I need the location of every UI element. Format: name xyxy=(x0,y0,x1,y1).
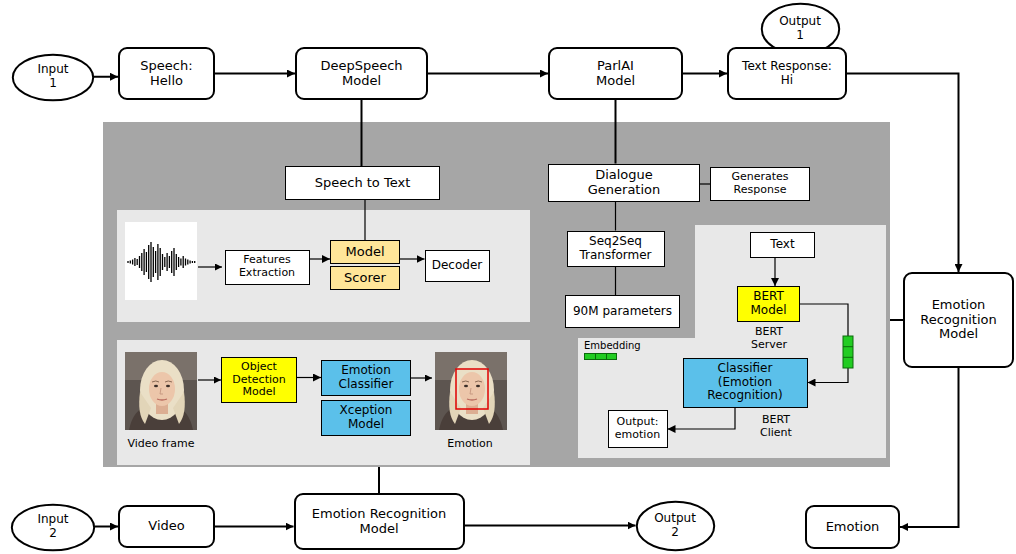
node-text: Input 2 xyxy=(33,513,73,541)
output-box: Output: emotion xyxy=(608,410,668,448)
annotation-label: Video frame xyxy=(120,438,202,451)
note-box: Generates Response xyxy=(710,167,810,201)
annotation-label: BERT Client xyxy=(752,414,800,439)
panel-wire xyxy=(378,467,380,493)
stage-box: Dialogue Generation xyxy=(548,164,700,202)
node-text: Features Extraction xyxy=(232,254,302,279)
node-text: Emotion Recognition Model xyxy=(911,298,1006,343)
node-text: Decoder xyxy=(432,259,483,273)
node-text: Speech to Text xyxy=(315,176,411,191)
connector xyxy=(615,100,617,164)
stage-box: Speech to Text xyxy=(285,166,440,200)
connector xyxy=(361,100,363,166)
connector xyxy=(847,74,959,273)
speech-panel xyxy=(117,210,530,322)
flow-arrow xyxy=(198,379,221,380)
emotion-illustration xyxy=(435,352,507,430)
node-text: Emotion Classifier xyxy=(326,364,406,392)
legend-text: Embedding xyxy=(584,340,641,352)
node-text: Text Response: Hi xyxy=(735,60,839,88)
input-box: Text xyxy=(750,232,815,258)
pipeline-box: Video xyxy=(118,505,215,548)
model-box: Model xyxy=(330,240,400,264)
legend-swatch xyxy=(584,353,617,360)
legend-entry: Embedding xyxy=(584,340,641,360)
connector xyxy=(668,408,736,430)
node-text: Object Detection Model xyxy=(226,361,292,399)
connector xyxy=(215,73,295,75)
model-box: BERT Model xyxy=(737,286,800,322)
output-ellipse: Output 2 xyxy=(636,501,715,551)
node-text: BERT Model xyxy=(744,290,794,318)
node-text: Output 1 xyxy=(776,15,824,43)
connector xyxy=(615,267,616,296)
connector xyxy=(95,526,118,528)
flow-arrow xyxy=(411,377,432,378)
process-box: Features Extraction xyxy=(225,250,310,285)
vision-panel xyxy=(117,340,530,465)
connector xyxy=(215,526,294,528)
model-box: Xception Model xyxy=(321,400,411,436)
model-box: Emotion Recognition Model xyxy=(294,493,465,550)
video-frame-illustration xyxy=(125,352,197,430)
node-text: Text xyxy=(770,238,794,252)
model-box: Object Detection Model xyxy=(221,357,297,403)
node-text: Output 2 xyxy=(651,512,699,540)
input-ellipse: Input 2 xyxy=(11,504,95,551)
node-text: Emotion Recognition Model xyxy=(302,507,457,537)
ellipse-shape xyxy=(13,54,93,100)
node-text: ParlAI Model xyxy=(585,59,647,89)
connector xyxy=(428,73,548,75)
ellipse-shape xyxy=(12,504,94,550)
node-text: Scorer xyxy=(344,271,386,286)
node-text: Dialogue Generation xyxy=(574,168,674,198)
node-text: Xception Model xyxy=(326,404,406,432)
node-text: Generates Response xyxy=(715,171,805,196)
model-box: ParlAI Model xyxy=(548,47,683,100)
model-box: DeepSpeech Model xyxy=(295,47,428,100)
ellipse-shape xyxy=(636,502,713,551)
node-text: Model xyxy=(345,245,384,260)
node-text: Speech: Hello xyxy=(131,59,203,89)
connector xyxy=(700,183,710,184)
node-text: Input 1 xyxy=(33,63,73,91)
input-ellipse: Input 1 xyxy=(12,54,94,101)
node-text: Output: emotion xyxy=(613,416,663,441)
node-text: Emotion xyxy=(826,520,880,535)
model-box: Emotion Recognition Model xyxy=(903,272,1014,368)
classifier-box: Emotion Classifier xyxy=(321,360,411,396)
connector xyxy=(683,73,727,75)
module-panel xyxy=(103,122,890,467)
connector xyxy=(465,525,636,527)
connector xyxy=(297,377,321,378)
architecture-box: Seq2Seq Transformer xyxy=(567,231,665,267)
connector xyxy=(774,258,775,286)
connector xyxy=(400,258,425,259)
node-text: Video xyxy=(148,519,184,534)
annotation-label: Emotion xyxy=(430,438,510,451)
waveform-illustration xyxy=(125,222,197,300)
embedding-vector xyxy=(843,336,853,368)
connector xyxy=(615,202,616,231)
connector xyxy=(310,258,331,259)
connector xyxy=(900,368,959,527)
node-text: 90M parameters xyxy=(573,305,672,319)
process-box: Decoder xyxy=(425,250,490,282)
pipeline-box: Text Response: Hi xyxy=(727,47,847,100)
result-box: Emotion xyxy=(805,505,900,549)
node-text: DeepSpeech Model xyxy=(316,59,408,89)
node-text: Classifier (Emotion Recognition) xyxy=(700,362,790,403)
pipeline-box: Speech: Hello xyxy=(118,47,215,100)
scorer-box: Scorer xyxy=(330,266,400,290)
connector xyxy=(94,76,118,78)
node-text: Seq2Seq Transformer xyxy=(572,235,660,263)
annotation-label: BERT Server xyxy=(745,326,793,351)
parameter-box: 90M parameters xyxy=(565,295,680,328)
connector xyxy=(364,200,365,240)
flow-arrow xyxy=(198,266,222,267)
classifier-box: Classifier (Emotion Recognition) xyxy=(683,358,808,408)
